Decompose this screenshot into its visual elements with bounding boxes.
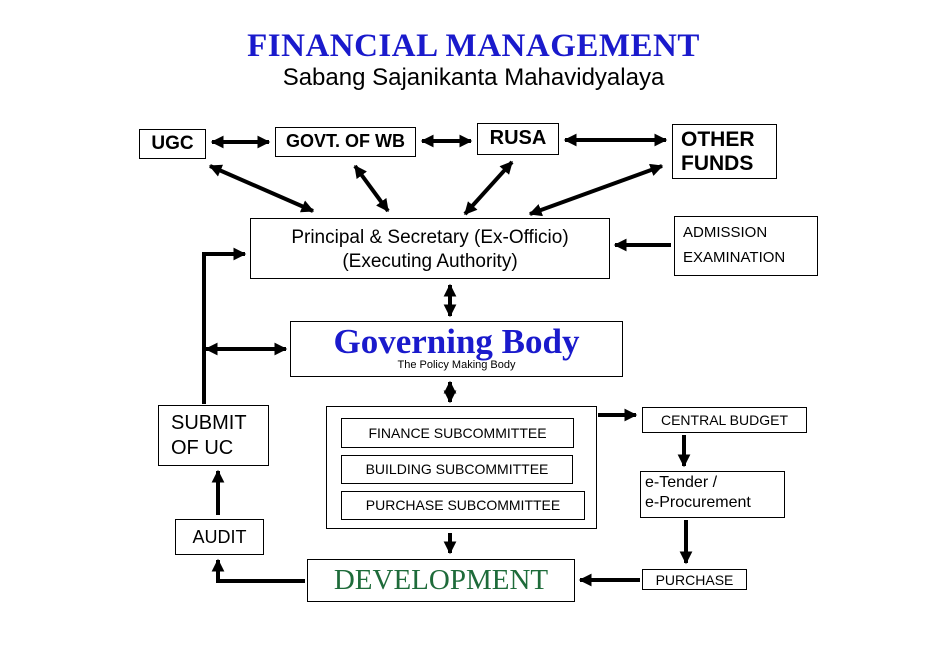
finance-subcommittee-label: FINANCE SUBCOMMITTEE (368, 425, 547, 441)
arrow-other-principal (528, 163, 664, 217)
principal-label-1: Principal & Secretary (Ex-Officio) (291, 227, 569, 248)
ugc-label: UGC (151, 133, 194, 154)
audit-node: AUDIT (175, 519, 264, 555)
governing-body-label: Governing Body (333, 322, 580, 361)
finance-subcommittee-node: FINANCE SUBCOMMITTEE (341, 418, 574, 448)
arrow-ugc-principal (208, 164, 315, 213)
building-subcommittee-node: BUILDING SUBCOMMITTEE (341, 455, 573, 484)
e-tender-label-1: e-Tender / (645, 474, 718, 491)
submit-uc-label-1: SUBMIT (171, 412, 247, 434)
submit-uc-label-2: OF UC (171, 437, 234, 459)
other-funds-label-1: OTHER (681, 128, 755, 151)
principal-label-2: (Executing Authority) (342, 251, 518, 272)
other-funds-label-2: FUNDS (681, 152, 754, 175)
audit-label: AUDIT (192, 527, 247, 547)
purchase-node: PURCHASE (642, 569, 747, 590)
admission-examination-node: ADMISSION EXAMINATION (674, 216, 818, 276)
rusa-node: RUSA (477, 123, 559, 155)
principal-secretary-node: Principal & Secretary (Ex-Officio) (Exec… (250, 218, 610, 279)
page-subtitle: Sabang Sajanikanta Mahavidyalaya (282, 64, 665, 91)
submit-uc-node: SUBMIT OF UC (158, 405, 269, 466)
ugc-node: UGC (139, 129, 206, 159)
e-tender-node: e-Tender / e-Procurement (640, 471, 785, 518)
arrow-development-audit (211, 558, 305, 583)
central-budget-node: CENTRAL BUDGET (642, 407, 807, 433)
examination-label: EXAMINATION (683, 249, 786, 266)
purchase-label: PURCHASE (655, 572, 734, 588)
arrow-govt-principal (353, 164, 390, 213)
development-label: DEVELOPMENT (333, 564, 549, 596)
development-node: DEVELOPMENT (307, 559, 575, 602)
building-subcommittee-label: BUILDING SUBCOMMITTEE (365, 461, 549, 477)
arrow-rusa-principal (463, 160, 514, 216)
rusa-label: RUSA (489, 127, 547, 149)
govt-of-wb-label: GOVT. OF WB (286, 131, 405, 151)
governing-body-caption: The Policy Making Body (397, 359, 516, 371)
purchase-subcommittee-node: PURCHASE SUBCOMMITTEE (341, 491, 585, 520)
arrow-submit-principal (202, 247, 247, 404)
e-tender-label-2: e-Procurement (645, 494, 751, 511)
page-title: FINANCIAL MANAGEMENT (247, 28, 700, 64)
other-funds-node: OTHER FUNDS (672, 124, 777, 179)
central-budget-label: CENTRAL BUDGET (660, 412, 789, 428)
govt-of-wb-node: GOVT. OF WB (275, 127, 416, 157)
governing-body-node: Governing Body The Policy Making Body (290, 321, 623, 377)
purchase-subcommittee-label: PURCHASE SUBCOMMITTEE (365, 497, 561, 513)
admission-label: ADMISSION (683, 224, 768, 241)
